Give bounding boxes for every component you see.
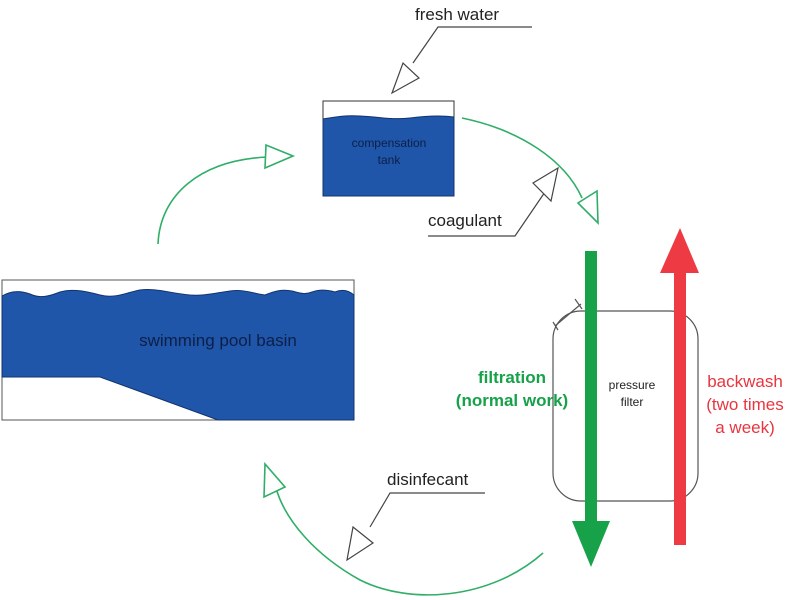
disinfectant-label: disinfecant <box>387 470 469 489</box>
fresh-water-input: fresh water <box>390 5 532 95</box>
pool-label: swimming pool basin <box>139 331 297 350</box>
coagulant-leader <box>428 191 546 237</box>
swimming-pool-basin: swimming pool basin <box>1 279 355 421</box>
flow-tank-to-filter-arrowhead-icon <box>576 189 599 225</box>
fresh-water-label: fresh water <box>415 5 499 24</box>
disinfectant-leader <box>369 492 485 528</box>
flow-pool-to-tank <box>157 156 269 245</box>
fresh-water-leader <box>412 26 532 64</box>
filtration-arrowhead-icon <box>572 521 610 567</box>
backwash-label: backwash (two times a week) <box>706 372 783 437</box>
tank-label-line1: compensation <box>352 136 427 150</box>
flow-filter-to-pool-arrowhead-icon <box>263 461 287 499</box>
backwash-arrowhead-icon <box>660 228 699 273</box>
flow-filter-to-pool <box>275 487 544 596</box>
coagulant-label: coagulant <box>428 211 502 230</box>
disinfectant-input: disinfecant <box>346 470 485 562</box>
filter-label-line1: pressure <box>609 378 656 392</box>
backwash-arrow <box>660 228 699 545</box>
tank-label-line2: tank <box>378 153 402 167</box>
backwash-arrow-shaft <box>674 270 686 545</box>
compensation-tank: compensation tank <box>322 100 455 197</box>
flow-tank-to-filter <box>461 117 583 199</box>
filtration-arrow <box>572 251 610 567</box>
fresh-water-arrowhead-icon <box>390 61 421 95</box>
filtration-label-line1: filtration <box>478 368 546 387</box>
pool-water <box>1 289 355 421</box>
backwash-label-line3: a week) <box>715 418 775 437</box>
circulation-flow <box>157 117 599 596</box>
filtration-label: filtration (normal work) <box>456 368 568 410</box>
filtration-arrow-shaft <box>585 251 597 523</box>
backwash-label-line1: backwash <box>707 372 783 391</box>
filter-label-line2: filter <box>621 395 644 409</box>
backwash-label-line2: (two times <box>706 395 783 414</box>
disinfectant-arrowhead-icon <box>346 525 375 562</box>
filtration-label-line2: (normal work) <box>456 391 568 410</box>
coagulant-input: coagulant <box>428 166 559 237</box>
flow-pool-to-tank-arrowhead-icon <box>264 143 296 170</box>
coagulant-arrowhead-icon <box>532 166 559 203</box>
tank-water <box>322 115 455 197</box>
filter-valve-line <box>554 303 582 327</box>
